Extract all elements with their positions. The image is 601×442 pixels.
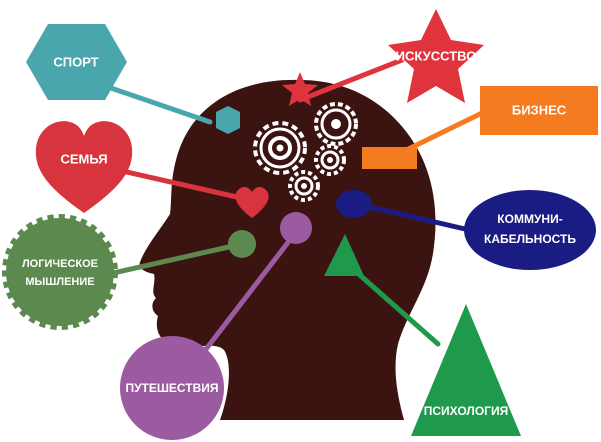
logic-label-line1: ЛОГИЧЕСКОЕ <box>22 258 98 270</box>
hexagon-icon <box>216 106 240 134</box>
family-label: СЕМЬЯ <box>60 151 107 166</box>
sport-hexagon <box>26 24 127 100</box>
communicability-label-line2: КАБЕЛЬНОСТЬ <box>484 232 576 246</box>
business-node: БИЗНЕС <box>480 86 598 135</box>
head-silhouette <box>139 79 436 420</box>
family-node: СЕМЬЯ <box>35 121 133 213</box>
connector-logic <box>97 241 245 279</box>
logic-cog <box>8 220 112 324</box>
gear-mid-right <box>314 144 346 176</box>
psychology-label: ПСИХОЛОГИЯ <box>424 404 508 418</box>
heart-icon <box>235 186 269 218</box>
gear-large <box>253 121 307 175</box>
business-label: БИЗНЕС <box>512 102 567 117</box>
connector-travel <box>187 229 299 373</box>
communicability-ellipse <box>464 190 596 270</box>
art-label: ИСКУССТВО <box>396 48 477 63</box>
art-star <box>388 9 484 103</box>
triangle-icon <box>324 234 364 276</box>
connector-art <box>297 57 405 103</box>
connector-sport <box>102 83 213 125</box>
logic-label-line2: МЫШЛЕНИЕ <box>25 276 94 288</box>
travel-label: ПУТЕШЕСТВИЯ <box>125 381 218 395</box>
gear-bottom <box>288 170 320 202</box>
travel-node: ПУТЕШЕСТВИЯ <box>120 336 224 440</box>
travel-circle <box>120 336 224 440</box>
family-heart <box>35 121 133 213</box>
circle-icon-green <box>228 230 256 258</box>
sport-node: СПОРТ <box>26 24 127 100</box>
art-node: ИСКУССТВО <box>388 9 484 103</box>
star-icon <box>282 72 318 106</box>
connector-communicability <box>354 201 481 235</box>
circle-icon-purple <box>280 212 312 244</box>
gears-icon <box>253 102 358 202</box>
logic-node: ЛОГИЧЕСКОЕ МЫШЛЕНИЕ <box>2 214 118 330</box>
business-rectangle <box>480 86 598 135</box>
communicability-label-line1: КОММУНИ- <box>497 212 562 226</box>
connector-family <box>115 167 253 203</box>
psychology-node: ПСИХОЛОГИЯ <box>411 304 521 436</box>
communicability-node: КОММУНИ- КАБЕЛЬНОСТЬ <box>464 190 596 270</box>
gear-top-right <box>314 102 358 146</box>
sport-label: СПОРТ <box>53 54 98 69</box>
psychology-triangle <box>411 304 521 436</box>
rectangle-icon <box>362 147 417 169</box>
ellipse-icon <box>336 190 372 218</box>
